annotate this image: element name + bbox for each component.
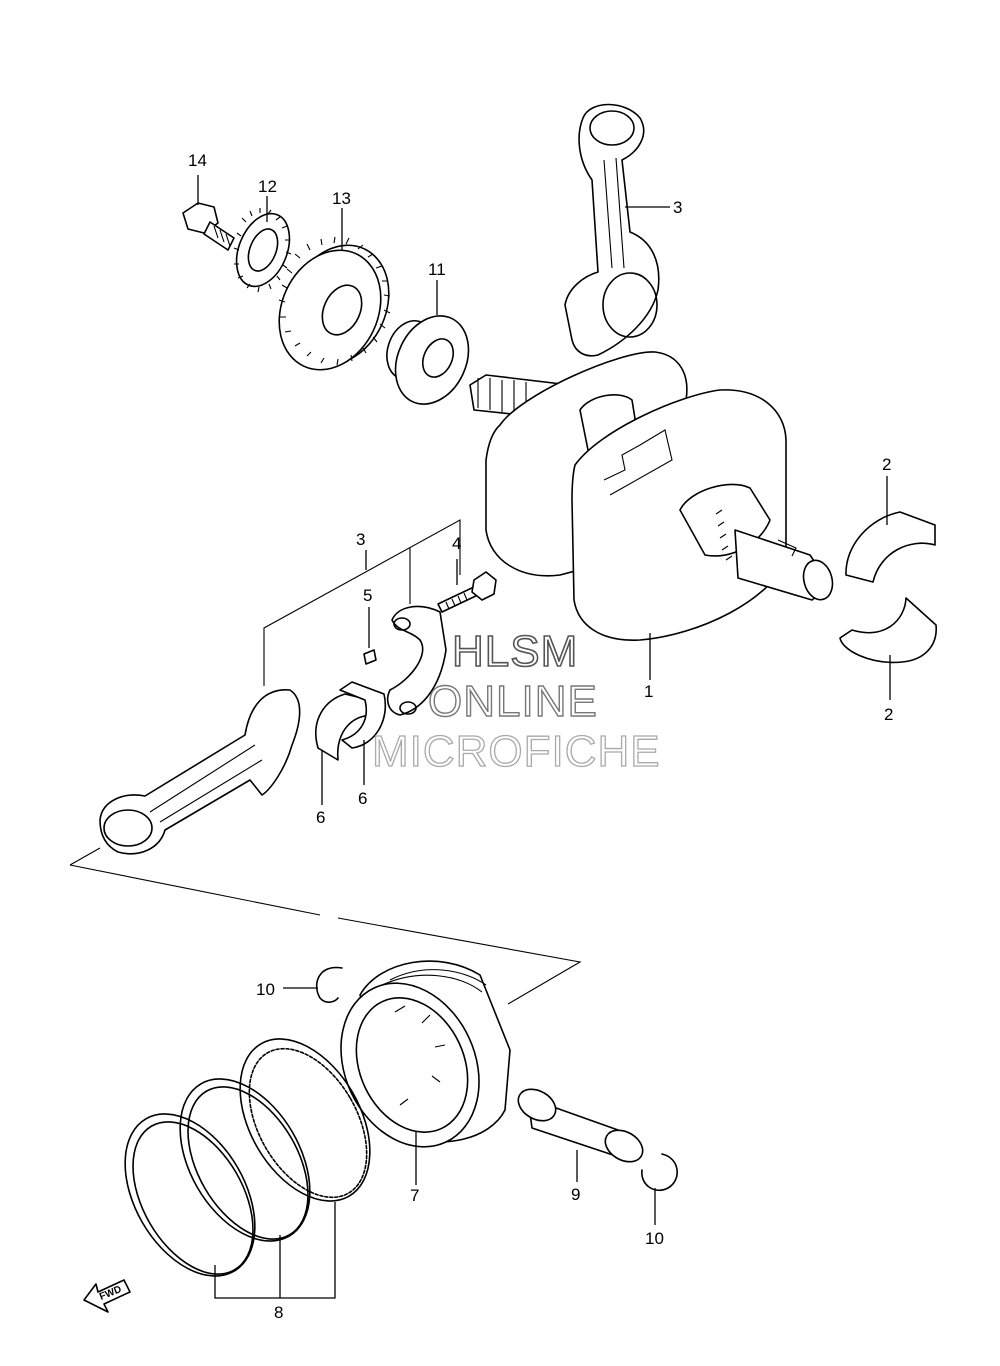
part-3-connecting-rod-top xyxy=(564,103,660,357)
part-13-gear xyxy=(278,236,391,371)
callout-leaders xyxy=(197,175,891,1299)
callout-6-right: 6 xyxy=(358,789,367,808)
part-10-circlip-right xyxy=(641,1153,678,1192)
callout-3-top: 3 xyxy=(673,198,682,217)
callout-9: 9 xyxy=(571,1185,580,1204)
part-9-piston-pin xyxy=(517,1088,644,1163)
callout-1: 1 xyxy=(644,682,653,701)
part-3-connecting-rod-lower xyxy=(99,689,301,855)
part-14-bolt xyxy=(182,202,235,251)
part-5-pin xyxy=(363,649,377,665)
watermark-line-1: HLSM xyxy=(452,627,578,676)
watermark-line-3: MICROFICHE xyxy=(372,727,661,776)
callout-5: 5 xyxy=(363,586,372,605)
part-8-piston-rings xyxy=(124,1038,371,1277)
callout-10-right: 10 xyxy=(645,1229,664,1248)
part-7-piston xyxy=(340,960,511,1148)
callout-2-upper: 2 xyxy=(882,455,891,474)
assembly-leader-lines xyxy=(69,519,582,1005)
callout-14: 14 xyxy=(188,151,207,170)
part-11-washer-gear xyxy=(386,315,470,405)
callout-4: 4 xyxy=(452,534,461,553)
part-10-circlip-left xyxy=(315,966,343,1003)
part-12-gear xyxy=(233,208,292,293)
part-1-crankshaft xyxy=(469,351,834,641)
watermark-line-2: ONLINE xyxy=(428,677,598,726)
part-6-bearing-shells xyxy=(315,681,387,761)
callout-2-lower: 2 xyxy=(884,705,893,724)
part-2-bearing-shells xyxy=(839,511,937,664)
callout-8: 8 xyxy=(274,1303,283,1322)
callout-6-left: 6 xyxy=(316,808,325,827)
part-4-bolt xyxy=(437,571,497,613)
callout-3-lower: 3 xyxy=(356,530,365,549)
callout-11: 11 xyxy=(428,260,446,279)
fwd-arrow-icon: FWD xyxy=(83,1279,131,1313)
callout-12: 12 xyxy=(258,177,277,196)
callout-7: 7 xyxy=(410,1186,419,1205)
callout-13: 13 xyxy=(332,189,351,208)
callout-10-left: 10 xyxy=(256,980,275,999)
part-3-rod-cap xyxy=(386,605,447,716)
